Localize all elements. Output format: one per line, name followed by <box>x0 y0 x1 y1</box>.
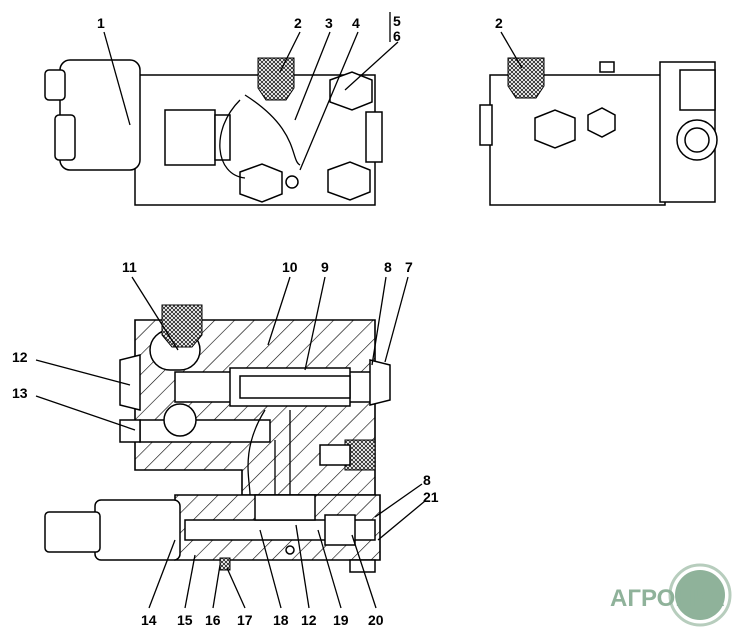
callout-20: 20 <box>368 612 384 628</box>
callout-4: 4 <box>352 15 360 31</box>
callout-18: 18 <box>273 612 289 628</box>
logo: АГРОНКА <box>610 563 732 627</box>
callout-11: 11 <box>122 259 137 275</box>
callout-1: 1 <box>97 15 105 31</box>
end-view <box>479 57 718 206</box>
side-view <box>44 57 383 206</box>
callout-6: 6 <box>393 28 401 44</box>
callout-21: 21 <box>423 489 439 505</box>
callout-15: 15 <box>177 612 193 628</box>
callout-10: 10 <box>282 259 298 275</box>
leader-lines <box>35 12 523 609</box>
callout-12: 12 <box>12 349 28 365</box>
callout-9: 9 <box>321 259 329 275</box>
callout-2: 2 <box>294 15 302 31</box>
section-view <box>44 304 391 573</box>
callout-19: 19 <box>333 612 349 628</box>
callout-3: 3 <box>325 15 333 31</box>
callout-12-bottom: 12 <box>301 612 317 628</box>
callout-2-end: 2 <box>495 15 503 31</box>
logo-text: АГРОНКА <box>610 585 725 612</box>
callout-8-right: 8 <box>423 472 431 488</box>
callout-7: 7 <box>405 259 413 275</box>
callout-5: 5 <box>393 13 401 29</box>
callout-13: 13 <box>12 385 28 401</box>
callout-16: 16 <box>205 612 221 628</box>
callout-14: 14 <box>141 612 157 628</box>
callout-8: 8 <box>384 259 392 275</box>
callout-17: 17 <box>237 612 253 628</box>
